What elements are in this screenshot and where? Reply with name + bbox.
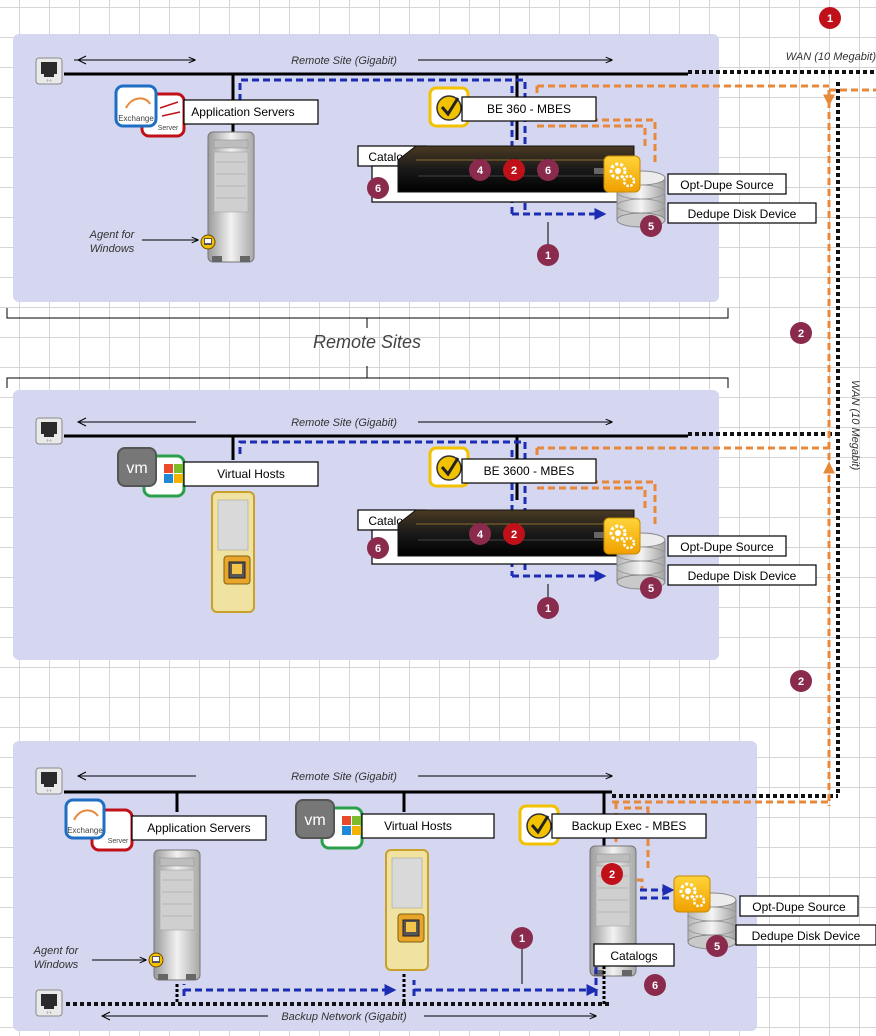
svg-text:Agent for: Agent for (33, 945, 80, 957)
site1-servers-label: Application Servers (191, 105, 294, 119)
site1-mbes-label: BE 360 - MBES (487, 102, 571, 116)
svg-text:6: 6 (375, 183, 381, 195)
site3-servers-label: Application Servers (147, 821, 250, 835)
site3-network-label: Remote Site (Gigabit) (291, 771, 397, 783)
remote-sites-brace-top (7, 308, 728, 318)
site1-dedupe-label: Dedupe Disk Device (688, 207, 797, 221)
svg-text:1: 1 (827, 13, 833, 25)
site3-vhosts-label: Virtual Hosts (384, 819, 452, 833)
gear-icon (604, 156, 640, 192)
svg-text:6: 6 (375, 543, 381, 555)
site3-dedupe-label: Dedupe Disk Device (752, 929, 861, 943)
virtual-host-icon (212, 492, 254, 612)
network-jack-icon (36, 418, 62, 444)
agent-icon (149, 953, 163, 967)
svg-text:Server: Server (108, 838, 129, 845)
network-jack-icon (36, 990, 62, 1016)
site2-mbes-label: BE 3600 - MBES (484, 464, 575, 478)
svg-text:5: 5 (714, 941, 720, 953)
agent-icon (201, 235, 215, 249)
site3-mbes-label: Backup Exec - MBES (572, 819, 687, 833)
svg-text:2: 2 (798, 676, 804, 688)
site3-optdupe-label: Opt-Dupe Source (752, 900, 846, 914)
svg-text:2: 2 (609, 869, 615, 881)
remote-sites-brace-bottom (7, 378, 728, 388)
site3-catalogs-label: Catalogs (610, 949, 657, 963)
site2-dedupe-label: Dedupe Disk Device (688, 569, 797, 583)
svg-text:vm: vm (126, 460, 147, 477)
svg-text:4: 4 (477, 165, 484, 177)
site2-optdupe-label: Opt-Dupe Source (680, 540, 774, 554)
svg-text:4: 4 (477, 529, 484, 541)
svg-text:Windows: Windows (34, 959, 79, 971)
network-jack-icon (36, 768, 62, 794)
svg-text:Exchange: Exchange (67, 826, 103, 835)
svg-text:5: 5 (648, 583, 654, 595)
svg-text:1: 1 (519, 933, 525, 945)
virtual-host-icon (386, 850, 428, 970)
site1-network-label: Remote Site (Gigabit) (291, 55, 397, 67)
svg-text:5: 5 (648, 221, 654, 233)
gear-icon (604, 518, 640, 554)
wan-top-label: WAN (10 Megabit) (786, 51, 876, 63)
site1-optdupe-label: Opt-Dupe Source (680, 178, 774, 192)
wan-side-label: WAN (10 Megabit) (849, 380, 861, 471)
svg-text:1: 1 (545, 250, 551, 262)
svg-text:vm: vm (304, 812, 325, 829)
svg-text:Exchange: Exchange (118, 114, 154, 123)
network-jack-icon (36, 58, 62, 84)
site3-backup-network-label: Backup Network (Gigabit) (281, 1011, 407, 1023)
site2-servers-label: Virtual Hosts (217, 467, 285, 481)
site2-network-label: Remote Site (Gigabit) (291, 417, 397, 429)
svg-text:2: 2 (798, 328, 804, 340)
svg-text:6: 6 (652, 980, 658, 992)
remote-sites-label: Remote Sites (313, 332, 421, 352)
svg-text:Server: Server (158, 125, 179, 132)
svg-text:2: 2 (511, 529, 517, 541)
svg-text:2: 2 (511, 165, 517, 177)
svg-text:1: 1 (545, 603, 551, 615)
svg-text:Windows: Windows (90, 243, 135, 255)
svg-text:Agent for: Agent for (89, 229, 136, 241)
svg-text:6: 6 (545, 165, 551, 177)
gear-icon (674, 876, 710, 912)
